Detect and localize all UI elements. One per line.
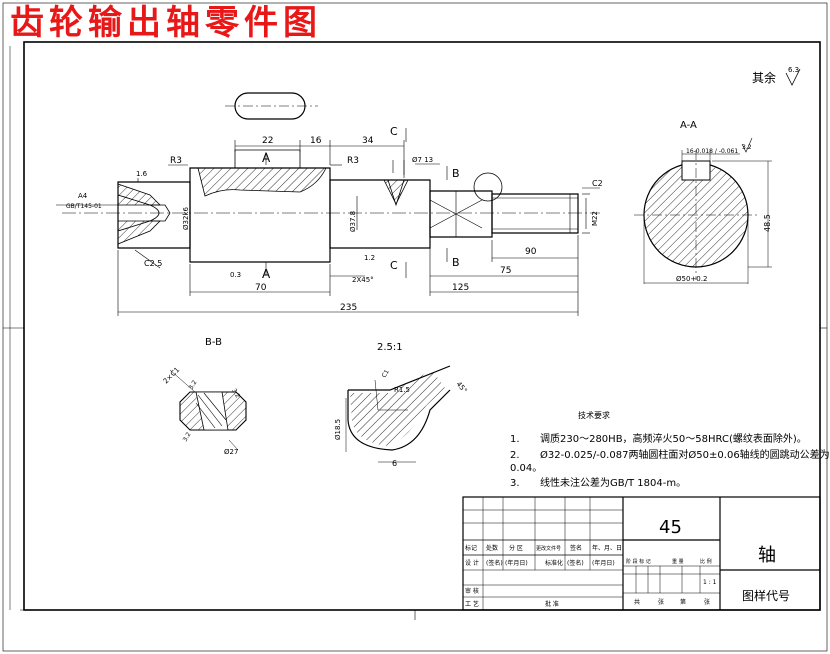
dim-dia-left: Ø32k6 (182, 207, 190, 230)
tech-req-title: 技术要求 (578, 410, 610, 420)
main-view-dimensions (56, 128, 600, 316)
row-cell-1: (签名) (486, 559, 503, 567)
detail-scale-label: 2.5:1 (377, 342, 403, 353)
overlay-title: 齿轮输出轴零件图 (10, 3, 322, 43)
stage-label-1: 重 量 (672, 558, 684, 565)
header-cell-3: 更改文件号 (536, 545, 561, 552)
dim-center-label: A4 (78, 192, 88, 200)
roughness-note-label: 其余 (752, 70, 776, 85)
shaft-main-view (62, 149, 600, 263)
detail-dim-2: 45° (454, 380, 468, 395)
tech-req-text-4: 线性未注公差为GB/T 1804-m。 (540, 476, 686, 489)
detail-dim-3: Ø18.5 (334, 419, 342, 440)
section-bb-label: B-B (205, 337, 222, 348)
header-cell-5: 年、月、日 (592, 544, 622, 552)
bb-dim-1: 3.2 (188, 379, 199, 391)
header-cell-0: 标记 (465, 544, 477, 552)
row-cell-0: 设 计 (465, 559, 479, 567)
title-block-text: 45 轴 图样代号 1 : 1 标记 处数 分 区 更改文件号 签名 年、月、日… (465, 517, 790, 608)
dim-len-70: 70 (255, 283, 267, 293)
drawing-number-label: 图样代号 (742, 588, 790, 603)
dim-r3-left: R3 (170, 156, 182, 166)
tech-req-num-4: 3. (510, 478, 520, 489)
dim-dia-mid: Ø37.8 (349, 211, 357, 232)
aa-tolerance: 16-0.018 / -0.061 (686, 148, 738, 155)
aa-diameter: Ø50+0.2 (676, 275, 707, 283)
dim-thread-hole: Ø7 13 (412, 156, 433, 164)
row-cell-3: 标准化 (545, 559, 563, 567)
row-cell-4: (签名) (567, 559, 584, 567)
cut-a-top: A (262, 151, 271, 165)
section-aa-label: A-A (680, 120, 697, 131)
section-bb: B-B 2×C1 3.2 3.2 3.2 Ø27 (162, 337, 247, 456)
aa-roughness: 3.2 (742, 144, 752, 151)
cut-b-bottom: B (452, 256, 460, 269)
main-view-labels: A A B B C C 22 16 34 R3 R3 1.6 Ø7 13 Ø32… (66, 125, 603, 313)
part-name: 轴 (758, 545, 776, 566)
left-label-0: 审 核 (465, 587, 479, 595)
sheet-label-0: 共 (634, 598, 640, 606)
roughness-note-value: 6.3 (788, 66, 799, 74)
cut-b-top: B (452, 167, 460, 180)
dim-keyway-offset: 16 (310, 136, 322, 146)
header-cell-4: 签名 (570, 544, 582, 552)
bb-dim-3: 3.2 (182, 431, 193, 443)
technical-requirements: 技术要求 1. 调质230～280HB，高频淬火50～58HRC(螺纹表面除外)… (510, 410, 830, 489)
dim-c2: C2 (592, 179, 603, 188)
title-block (462, 496, 821, 611)
stage-label-2: 比 例 (700, 558, 712, 565)
dim-len-125: 125 (452, 283, 469, 293)
approve-label: 批 准 (545, 600, 559, 608)
dim-center-std: GB/T145-01 (66, 203, 102, 210)
tech-req-text-1: 调质230～280HB，高频淬火50～58HRC(螺纹表面除外)。 (540, 432, 807, 445)
detail-dim-0: C1 (381, 368, 391, 379)
detail-dim-4: 6 (392, 459, 397, 468)
material-value: 45 (659, 517, 682, 538)
dim-r0-3: 0.3 (230, 271, 241, 279)
sheet-label-3: 张 (704, 598, 710, 606)
dim-roughness-16: 1.6 (136, 170, 148, 178)
aa-height: 48.5 (763, 214, 772, 232)
tech-req-text-3: 0.04。 (510, 463, 542, 474)
bb-dim-0: 2×C1 (162, 366, 182, 386)
tech-req-num-2: 2. (510, 450, 520, 461)
bb-dim-2: 3.2 (230, 388, 241, 400)
left-label-1: 工 艺 (465, 600, 479, 608)
header-cell-1: 处数 (486, 544, 498, 552)
dim-r1-2: 1.2 (364, 254, 375, 262)
dim-total-235: 235 (340, 303, 357, 313)
header-cell-2: 分 区 (509, 544, 523, 552)
tech-req-text-2: Ø32-0.025/-0.087两轴圆柱面对Ø50±0.06轴线的圆跳动公差为 (540, 448, 830, 461)
section-aa: A-A 16-0.018 / -0.061 3.2 48.5 Ø50+0.2 (634, 120, 772, 284)
dim-c2-5: C2.5 (144, 259, 162, 268)
bb-dim-4: Ø27 (224, 448, 238, 456)
detail-dim-1: R1.5 (394, 386, 410, 394)
dim-c-offset: 34 (362, 136, 374, 146)
dim-r3-mid: R3 (347, 156, 359, 166)
drawing-frame (23, 41, 821, 611)
scale-value: 1 : 1 (703, 579, 717, 586)
dim-len-75: 75 (500, 266, 511, 276)
row-cell-5: (年月日) (592, 559, 615, 567)
row-cell-2: (年月日) (505, 559, 528, 567)
cut-c-top: C (390, 125, 398, 138)
tech-req-num-1: 1. (510, 434, 520, 445)
main-view-hatching (117, 167, 409, 245)
cut-c-bottom: C (390, 259, 398, 272)
dim-keyway-len: 22 (262, 136, 273, 146)
cut-a-bottom: A (262, 267, 271, 281)
roughness-note: 其余 6.3 (752, 66, 801, 86)
detail-view: 2.5:1 C1 R1.5 45° Ø18.5 6 (334, 342, 469, 468)
keyway-top-view (225, 92, 318, 120)
sheet-label-1: 张 (658, 598, 664, 606)
dim-len-90: 90 (525, 247, 537, 257)
dim-chamfer: 2X45° (352, 276, 374, 284)
sheet-label-2: 第 (680, 598, 686, 606)
dim-thread: M22 (591, 211, 599, 226)
stage-label-0: 阶 段 标 记 (626, 558, 651, 565)
